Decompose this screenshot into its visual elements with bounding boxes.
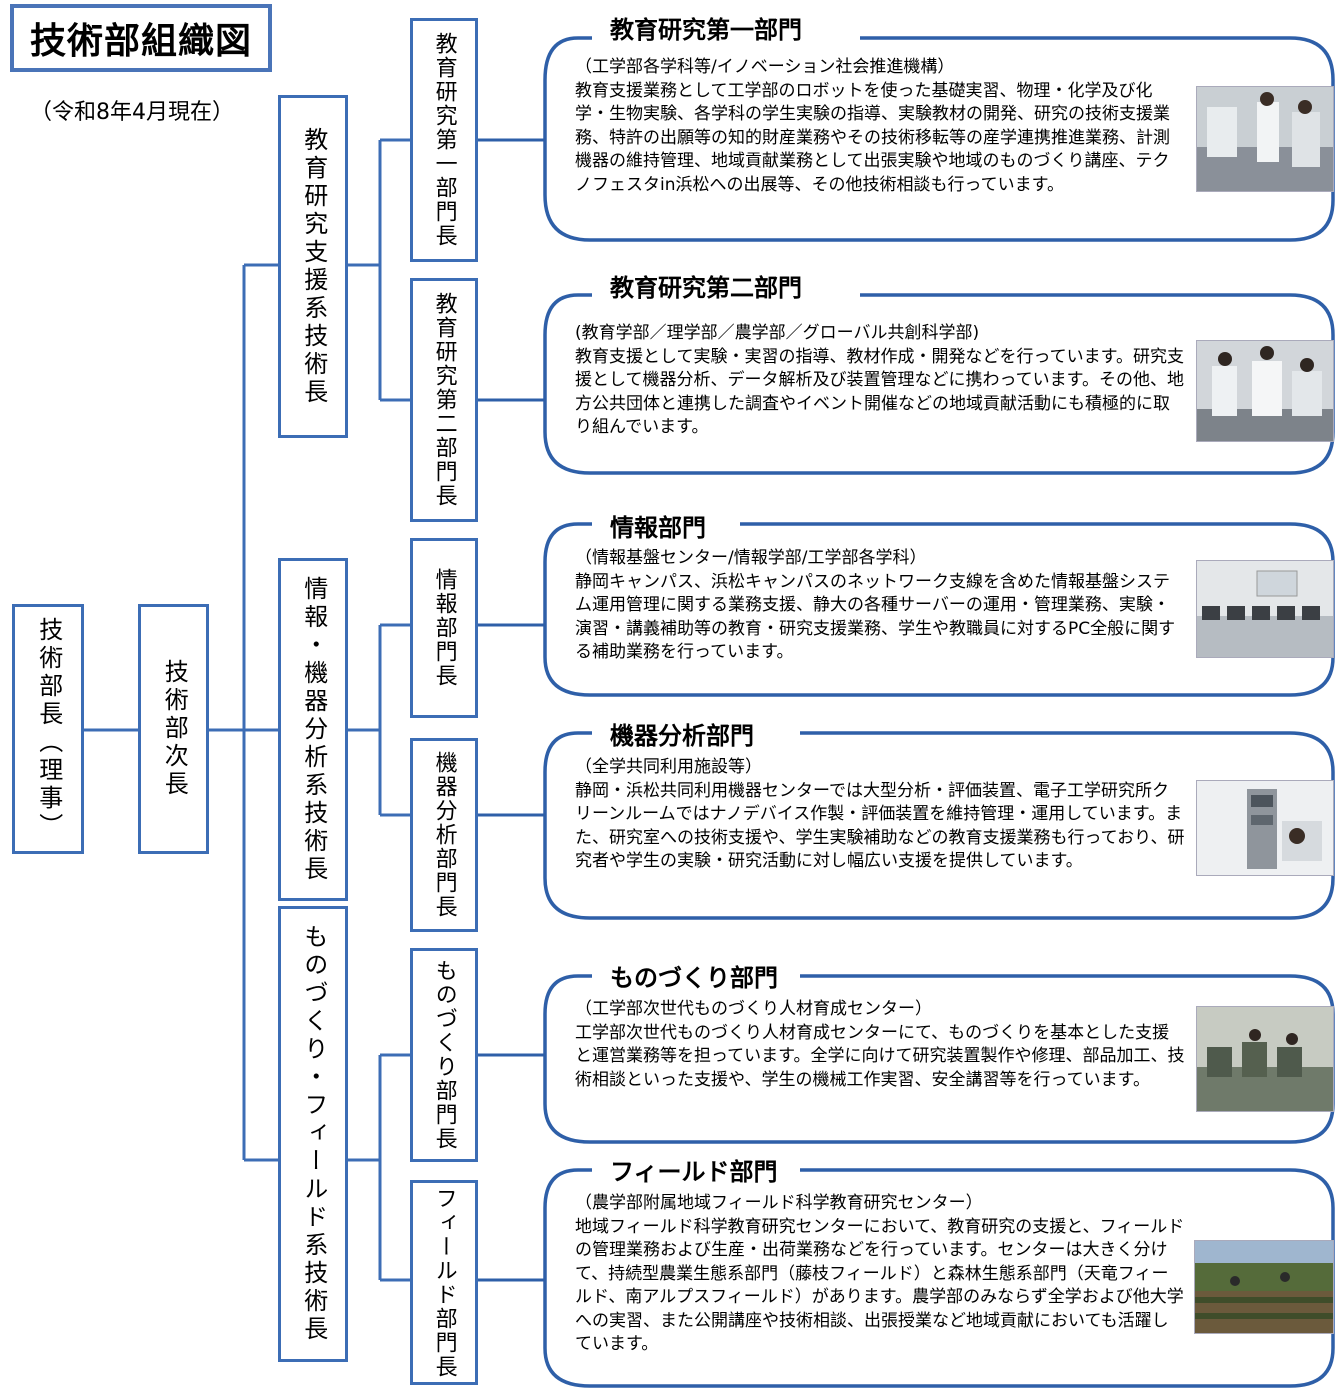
head-field-label: フィールド部門長 [431,1186,457,1379]
panel-edu2-text: 教育支援として実験・実習の指導、教材作成・開発などを行っています。研究支援として… [575,346,1184,438]
head-mono-label: ものづくり部門長 [431,959,457,1151]
vice-director-label: 技術部次長 [160,659,189,799]
analysis-instrument-photo [1196,780,1334,876]
head-edu2-label: 教育研究第二部門長 [431,292,457,508]
laboratory-photo [1196,86,1334,192]
head-field-box: フィールド部門長 [410,1180,478,1385]
panel-mono-title: ものづくり部門 [592,958,796,993]
head-info-label: 情報部門長 [431,568,457,688]
panel-analysis-title: 機器分析部門 [592,716,772,751]
panel-info-subtitle: （情報基盤センター/情報学部/工学部各学科） [575,548,927,568]
page-title-text: 技術部組織図 [29,21,252,62]
panel-edu1-subtitle: （工学部各学科等/イノベーション社会推進機構） [575,57,955,77]
panel-edu1-title: 教育研究第一部門 [592,10,820,45]
panel-field-text: 地域フィールド科学教育研究センターにおいて、教育研究の支援と、フィールドの管理業… [575,1216,1185,1355]
student-experiment-photo [1196,340,1334,442]
chief-mono-label: ものづくり・フィールド系技術長 [299,924,328,1344]
panel-edu1-body: （工学部各学科等/イノベーション社会推進機構） 教育支援業務として工学部のロボッ… [575,56,1183,197]
as-of-date: （令和8年4月現在） [30,100,234,125]
panel-field-subtitle: （農学部附属地域フィールド科学教育研究センター） [575,1193,983,1213]
workshop-photo [1196,1006,1334,1112]
panel-analysis-text: 静岡・浜松共同利用機器センターでは大型分析・評価装置、電子工学研究所クリーンルー… [575,780,1185,872]
panel-edu2-body: (教育学部／理学部／農学部／グローバル共創科学部) 教育支援として実験・実習の指… [575,322,1185,440]
panel-field-body: （農学部附属地域フィールド科学教育研究センター） 地域フィールド科学教育研究セン… [575,1192,1185,1357]
panel-field-title: フィールド部門 [592,1152,796,1187]
vice-director-box: 技術部次長 [138,604,209,854]
head-analysis-label: 機器分析部門長 [431,751,457,919]
field-farm-photo [1194,1240,1334,1334]
chief-mono-box: ものづくり・フィールド系技術長 [278,906,348,1362]
head-info-box: 情報部門長 [410,538,478,718]
page-title: 技術部組織図 [10,4,272,72]
panel-edu1-text: 教育支援業務として工学部のロボットを使った基礎実習、物理・化学及び化学・生物実験… [575,80,1170,195]
chief-edu-label: 教育研究支援系技術長 [299,126,328,407]
chief-edu-box: 教育研究支援系技術長 [278,95,348,438]
head-mono-box: ものづくり部門長 [410,948,478,1162]
chief-info-label: 情報・機器分析系技術長 [299,575,328,884]
panel-analysis-body: （全学共同利用施設等） 静岡・浜松共同利用機器センターでは大型分析・評価装置、電… [575,756,1185,874]
director-label: 技術部長（理事） [34,617,63,841]
panel-info-body: （情報基盤センター/情報学部/工学部各学科） 静岡キャンパス、浜松キャンパスのネ… [575,547,1185,665]
panel-analysis-subtitle: （全学共同利用施設等） [575,757,762,777]
panel-info-text: 静岡キャンパス、浜松キャンパスのネットワーク支線を含めた情報基盤システム運用管理… [575,571,1176,663]
head-edu2-box: 教育研究第二部門長 [410,278,478,522]
computer-room-photo [1196,560,1334,658]
head-edu1-box: 教育研究第一部門長 [410,18,478,262]
panel-mono-text: 工学部次世代ものづくり人材育成センターにて、ものづくりを基本とした支援と運営業務… [575,1022,1185,1090]
chief-info-box: 情報・機器分析系技術長 [278,558,348,901]
head-edu1-label: 教育研究第一部門長 [431,32,457,248]
panel-edu2-subtitle: (教育学部／理学部／農学部／グローバル共創科学部) [575,323,980,343]
director-box: 技術部長（理事） [12,604,84,854]
panel-mono-subtitle: （工学部次世代ものづくり人材育成センター） [575,999,932,1019]
panel-edu2-title: 教育研究第二部門 [592,268,820,303]
head-analysis-box: 機器分析部門長 [410,738,478,932]
panel-info-title: 情報部門 [592,508,724,543]
panel-mono-body: （工学部次世代ものづくり人材育成センター） 工学部次世代ものづくり人材育成センタ… [575,998,1185,1092]
